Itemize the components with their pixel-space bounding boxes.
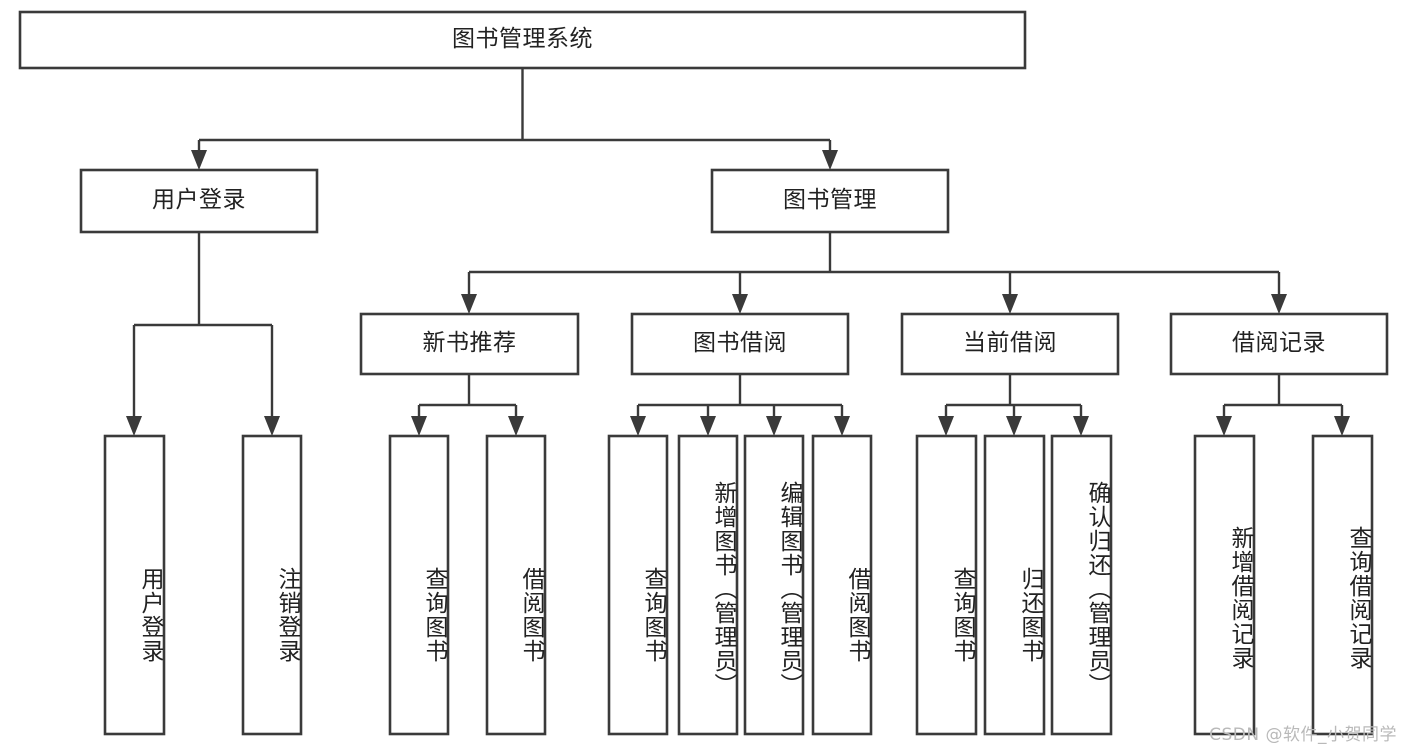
arrow-head-leaf-query-book-bb bbox=[630, 416, 646, 436]
arrow-head-leaf-edit-book-admin bbox=[766, 416, 782, 436]
edge-group-book-management bbox=[461, 232, 1287, 314]
arrow-head-leaf-user-login bbox=[126, 416, 142, 436]
node-box-leaf-confirm-return-admin[interactable] bbox=[1050, 434, 1113, 736]
edge-group-borrow-records bbox=[1216, 374, 1350, 436]
arrow-head-leaf-logout bbox=[264, 416, 280, 436]
node-box-leaf-edit-book-admin[interactable] bbox=[743, 434, 805, 736]
node-box-user-login[interactable] bbox=[79, 168, 319, 234]
node-box-leaf-borrow-book-bb[interactable] bbox=[811, 434, 873, 736]
edge-group-new-book-recommend bbox=[411, 374, 524, 436]
node-box-leaf-add-record[interactable] bbox=[1193, 434, 1256, 736]
node-box-leaf-query-record[interactable] bbox=[1311, 434, 1374, 736]
arrow-head-leaf-query-record bbox=[1334, 416, 1350, 436]
node-box-book-borrow[interactable] bbox=[630, 312, 850, 376]
arrow-head-leaf-borrow-book-bb bbox=[834, 416, 850, 436]
node-box-current-borrow[interactable] bbox=[900, 312, 1120, 376]
node-box-leaf-user-login[interactable] bbox=[103, 434, 166, 736]
arrow-head-leaf-add-book-admin bbox=[700, 416, 716, 436]
node-box-leaf-return-book[interactable] bbox=[983, 434, 1046, 736]
arrow-head-leaf-query-book-nbr bbox=[411, 416, 427, 436]
node-box-leaf-borrow-book-nbr[interactable] bbox=[485, 434, 547, 736]
node-box-leaf-query-book-bb[interactable] bbox=[607, 434, 669, 736]
edge-group-book-borrow bbox=[630, 374, 850, 436]
arrow-head-leaf-confirm-return-admin bbox=[1073, 416, 1089, 436]
arrow-head-borrow-records bbox=[1271, 294, 1287, 314]
arrow-head-book-management bbox=[822, 150, 838, 170]
arrow-head-current-borrow bbox=[1002, 294, 1018, 314]
node-box-leaf-query-book-cb[interactable] bbox=[915, 434, 978, 736]
node-box-borrow-records[interactable] bbox=[1169, 312, 1389, 376]
node-box-leaf-add-book-admin[interactable] bbox=[677, 434, 739, 736]
arrow-head-book-borrow bbox=[732, 294, 748, 314]
arrow-head-leaf-add-record bbox=[1216, 416, 1232, 436]
edge-group-current-borrow bbox=[938, 374, 1089, 436]
node-box-book-management[interactable] bbox=[710, 168, 950, 234]
node-box-leaf-query-book-nbr[interactable] bbox=[388, 434, 450, 736]
arrow-head-leaf-borrow-book-nbr bbox=[508, 416, 524, 436]
arrow-head-leaf-query-book-cb bbox=[938, 416, 954, 436]
node-box-root[interactable] bbox=[18, 10, 1027, 70]
node-box-leaf-logout[interactable] bbox=[241, 434, 303, 736]
node-box-new-book-recommend[interactable] bbox=[359, 312, 580, 376]
arrow-head-user-login bbox=[191, 150, 207, 170]
edge-group-root bbox=[191, 68, 838, 170]
arrow-head-leaf-return-book bbox=[1006, 416, 1022, 436]
edge-group-user-login bbox=[126, 232, 280, 436]
arrow-head-new-book-recommend bbox=[461, 294, 477, 314]
